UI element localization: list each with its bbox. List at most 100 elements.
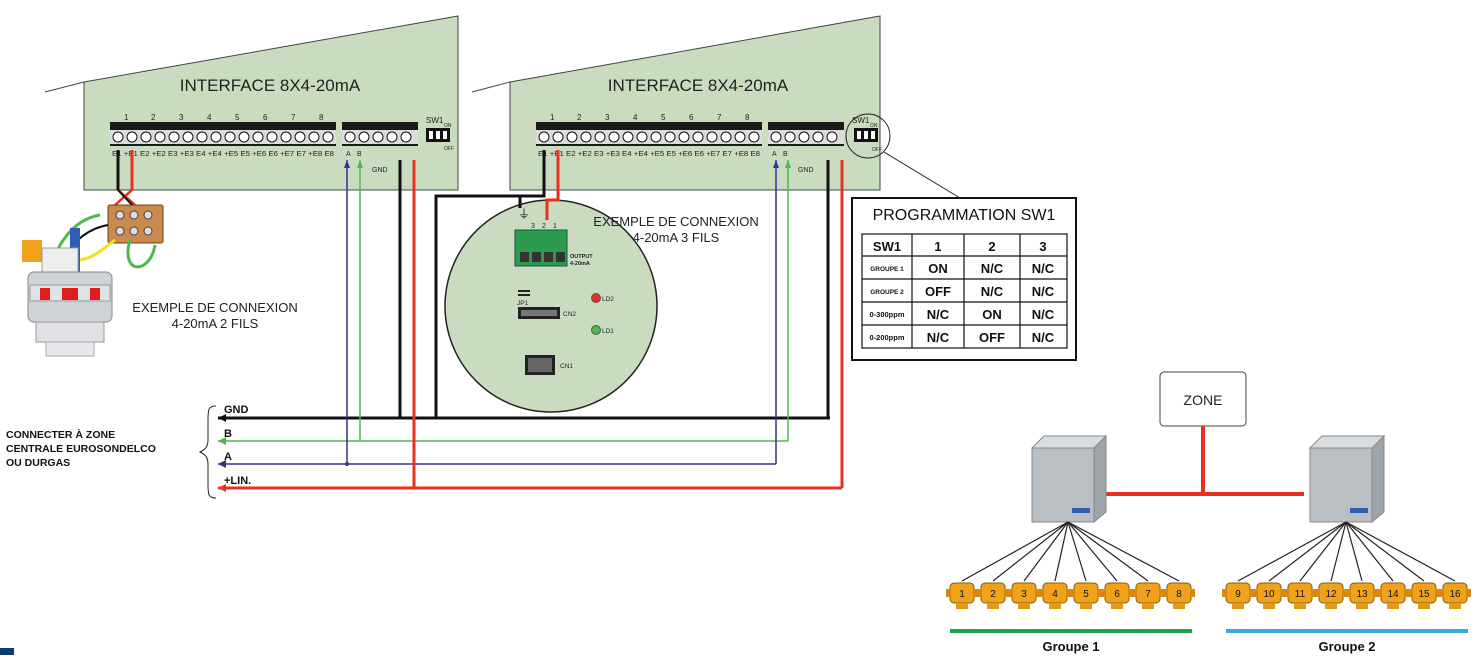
interface-board-left: INTERFACE 8X4-20mA 1 2 3 4 5 6 7 8 E1 +E: [44, 15, 459, 191]
svg-text:N/C: N/C: [927, 330, 950, 345]
bus-label-b: B: [224, 428, 232, 440]
detector-link-line: [1067, 521, 1118, 582]
bus-wires: [218, 160, 844, 492]
svg-text:N/C: N/C: [1032, 284, 1055, 299]
bus-brace: [198, 405, 217, 499]
detector-number: 4: [1052, 589, 1058, 600]
sw1-switch-left[interactable]: SW1 ON OFF: [426, 116, 454, 152]
sensor-2wire-illustration: [22, 150, 164, 357]
gas-detector-16: 16: [1439, 582, 1471, 609]
svg-text:LD2: LD2: [602, 296, 614, 303]
svg-text:1: 1: [550, 113, 555, 122]
detector-link-line: [1067, 521, 1180, 582]
detector-link-line: [1299, 521, 1347, 582]
example-3wire-line1: EXEMPLE DE CONNEXION: [593, 214, 758, 229]
svg-text:3: 3: [1039, 239, 1046, 254]
gas-detector-12: 12: [1315, 582, 1347, 609]
svg-text:JP1: JP1: [517, 300, 529, 307]
corner-mark: [0, 648, 14, 655]
channel-numbers-left: 1 2 3 4 5 6 7 8: [124, 113, 324, 122]
detector-number: 8: [1176, 589, 1182, 600]
svg-text:⏚: ⏚: [518, 207, 530, 221]
zone-label: ZONE: [1184, 392, 1223, 408]
svg-text:SW1: SW1: [873, 239, 901, 254]
gas-detector-4: 4: [1039, 582, 1071, 609]
detector-link-line: [1237, 521, 1347, 582]
detector-link-line: [1330, 521, 1347, 582]
sensor-board-3wire: OUTPUT 4-20mA 3 2 1 ⏚ JP1 LD2 LD1 CN2 CN…: [444, 199, 658, 413]
detector-number: 7: [1145, 589, 1151, 600]
terminal-labels-right: E1 +E1 E2 +E2 E3 +E3 E4 +E4 +E5 E5 +E6 E…: [538, 151, 760, 158]
programming-table: PROGRAMMATION SW1 SW1 1 2 3 GROUPE 1 ON …: [851, 197, 1077, 361]
svg-text:CN2: CN2: [563, 311, 576, 318]
detector-number: 11: [1295, 589, 1306, 600]
detector-number: 9: [1235, 589, 1241, 600]
gas-detector-5: 5: [1070, 582, 1102, 609]
svg-text:3: 3: [531, 223, 535, 230]
table-row-3-label: 0-300ppm: [869, 310, 904, 319]
bus-label-b-left: B: [357, 151, 362, 158]
detector-number: 2: [990, 589, 996, 600]
svg-text:7: 7: [291, 113, 296, 122]
example-3wire-line2: 4-20mA 3 FILS: [633, 230, 720, 245]
svg-text:3: 3: [605, 113, 610, 122]
gas-detector-2: 2: [977, 582, 1009, 609]
example-2wire-line2: 4-20mA 2 FILS: [172, 316, 259, 331]
output-connector: [514, 229, 568, 267]
connect-text-1: CONNECTER À ZONE: [6, 428, 115, 441]
svg-text:LD1: LD1: [602, 328, 614, 335]
terminal-block-right: [536, 122, 844, 146]
zone-wiring: [1106, 426, 1304, 496]
terminal-labels-left: E1 +E1 E2 +E2 E3 +E3 E4 +E4 +E5 E5 +E6 E…: [112, 151, 334, 158]
detector-link-line: [1345, 521, 1425, 582]
gas-detector-8: 8: [1163, 582, 1195, 609]
zone-box: ZONE: [1159, 371, 1247, 427]
svg-text:2: 2: [542, 223, 546, 230]
svg-text:N/C: N/C: [1032, 261, 1055, 276]
svg-text:2: 2: [988, 239, 995, 254]
svg-text:ON: ON: [444, 123, 452, 129]
gas-detector-1: 1: [946, 582, 978, 609]
programming-table-title: PROGRAMMATION SW1: [873, 207, 1056, 224]
svg-text:OFF: OFF: [444, 146, 454, 152]
interface-board-right: INTERFACE 8X4-20mA 1 2 3 4 5 6 7 8 E1 +E: [471, 15, 961, 199]
svg-text:5: 5: [661, 113, 666, 122]
svg-text:3: 3: [179, 113, 184, 122]
svg-text:SW1: SW1: [426, 116, 444, 125]
detector-link-line: [1345, 521, 1394, 582]
connect-text-2: CENTRALE EUROSONDELCO: [6, 443, 156, 455]
svg-text:CN1: CN1: [560, 363, 573, 370]
bus-label-gnd-left: GND: [372, 167, 388, 174]
gas-detector-13: 13: [1346, 582, 1378, 609]
svg-text:8: 8: [745, 113, 750, 122]
group2-label: Groupe 2: [1318, 639, 1375, 654]
svg-text:6: 6: [263, 113, 268, 122]
interface-right-title: INTERFACE 8X4-20mA: [608, 76, 789, 95]
svg-text:5: 5: [235, 113, 240, 122]
bus-label-gnd: GND: [224, 404, 249, 416]
detector-link-line: [992, 521, 1069, 582]
svg-text:SW1: SW1: [852, 116, 870, 125]
svg-text:OUTPUT: OUTPUT: [570, 254, 593, 260]
gas-detector-9: 9: [1222, 582, 1254, 609]
svg-text:N/C: N/C: [1032, 330, 1055, 345]
gas-detector-15: 15: [1408, 582, 1440, 609]
sw1-switch-right[interactable]: SW1 ON OFF: [845, 113, 891, 159]
channel-numbers-right: 1 2 3 4 5 6 7 8: [550, 113, 750, 122]
detector-link-line: [1023, 521, 1069, 582]
svg-text:N/C: N/C: [981, 261, 1004, 276]
detector-number: 5: [1083, 589, 1089, 600]
example-2wire-line1: EXEMPLE DE CONNEXION: [132, 300, 297, 315]
svg-text:N/C: N/C: [1032, 307, 1055, 322]
terminal-screws-right: [538, 131, 838, 143]
svg-text:2: 2: [577, 113, 582, 122]
svg-text:OFF: OFF: [872, 147, 882, 153]
svg-text:8: 8: [319, 113, 324, 122]
svg-text:4-20mA: 4-20mA: [570, 261, 590, 267]
svg-text:1: 1: [934, 239, 941, 254]
detector-link-line: [1054, 521, 1069, 582]
bus-label-a-left: A: [346, 151, 351, 158]
detector-number: 6: [1114, 589, 1120, 600]
detector-link-line: [1345, 521, 1456, 582]
